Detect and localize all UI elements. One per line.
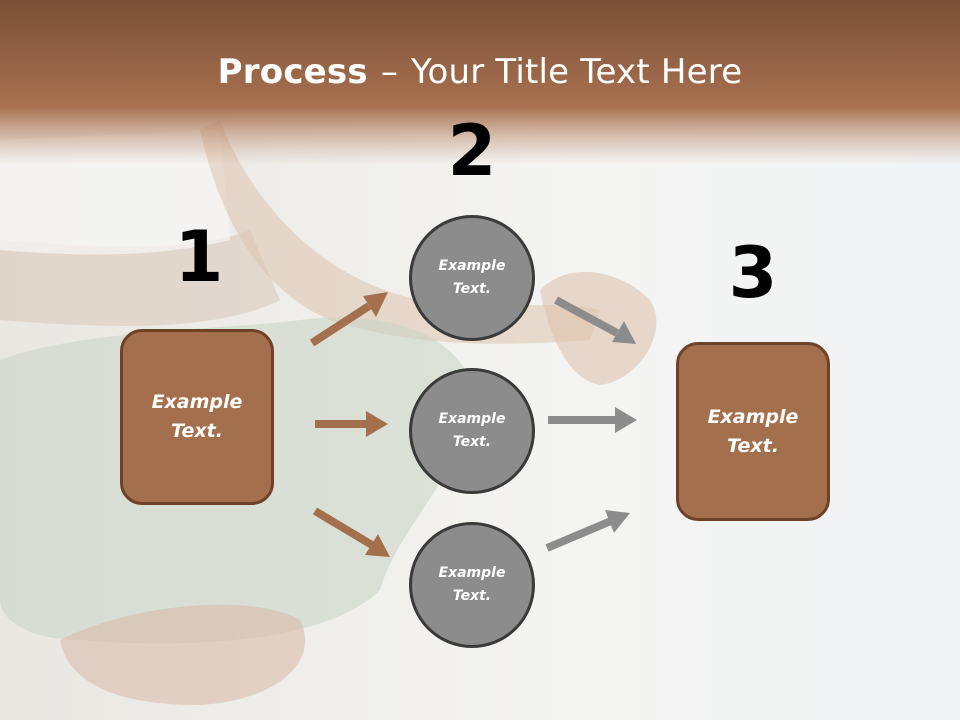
step-2-number: 2 bbox=[447, 110, 497, 192]
circle-bottom-line2: Text. bbox=[452, 588, 492, 604]
step-1-box-text: Example Text. bbox=[152, 388, 243, 446]
circle-top-line1: Example bbox=[438, 258, 506, 274]
arrow-left-to-middle bbox=[315, 411, 388, 437]
circle-bottom-line1: Example bbox=[438, 565, 506, 581]
step-2-circle-bottom: Example Text. bbox=[409, 522, 535, 648]
title-dash: – bbox=[380, 52, 399, 92]
step-3-line1: Example bbox=[707, 405, 799, 428]
circle-middle-line1: Example bbox=[438, 411, 506, 427]
step-3-line2: Text. bbox=[727, 434, 779, 457]
step-1-number: 1 bbox=[174, 216, 224, 298]
step-3-number: 3 bbox=[728, 232, 778, 314]
arrow-bottom-to-right bbox=[545, 510, 630, 552]
arrow-left-to-top bbox=[309, 292, 388, 347]
arrow-left-to-bottom bbox=[312, 507, 390, 557]
step-1-line1: Example bbox=[151, 391, 243, 413]
title-rest: Your Title Text Here bbox=[411, 52, 743, 92]
step-1-box: Example Text. bbox=[120, 329, 274, 505]
circle-top-line2: Text. bbox=[452, 281, 492, 297]
step-2-circle-top: Example Text. bbox=[409, 215, 535, 341]
arrow-top-to-right bbox=[554, 296, 636, 344]
circle-middle-line2: Text. bbox=[452, 434, 492, 450]
arrow-middle-to-right bbox=[548, 407, 637, 433]
step-3-box: Example Text. bbox=[676, 342, 830, 521]
step-3-box-text: Example Text. bbox=[708, 403, 799, 461]
step-1-line2: Text. bbox=[171, 420, 223, 442]
title-bold: Process bbox=[217, 52, 368, 92]
step-2-circle-middle: Example Text. bbox=[409, 368, 535, 494]
slide-title: Process – Your Title Text Here bbox=[0, 52, 960, 92]
